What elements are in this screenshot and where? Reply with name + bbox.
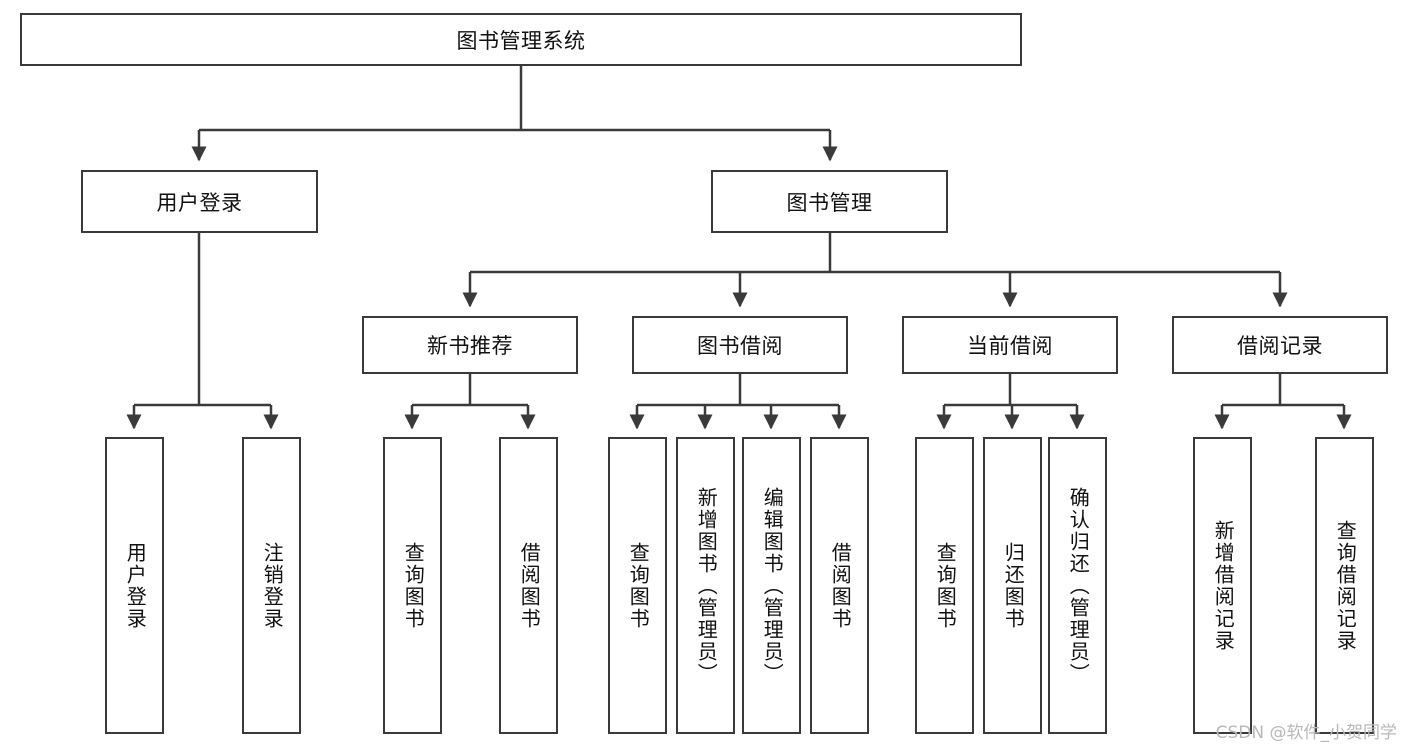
node-label: 新增图书（管理员） <box>694 486 719 685</box>
node-label: 编辑图书（管理员） <box>760 486 785 685</box>
leaf-book-borrow-query-book[interactable]: 查询图书 <box>608 437 667 734</box>
node-label: 新书推荐 <box>427 334 513 358</box>
leaf-book-borrow-add-book-admin[interactable]: 新增图书（管理员） <box>676 437 735 734</box>
node-label: 确认归还（管理员） <box>1066 486 1091 685</box>
leaf-borrow-record-add-record[interactable]: 新增借阅记录 <box>1193 437 1252 734</box>
node-root-book-management-system[interactable]: 图书管理系统 <box>20 13 1022 66</box>
leaf-user-login-login[interactable]: 用户登录 <box>105 437 164 734</box>
node-label: 图书管理系统 <box>456 28 586 53</box>
node-label: 查询图书 <box>401 541 426 630</box>
csdn-watermark: CSDN @软件_小贺同学 <box>1215 723 1397 743</box>
leaf-user-login-logout[interactable]: 注销登录 <box>242 437 301 734</box>
node-label: 当前借阅 <box>967 334 1053 358</box>
node-label: 借阅图书 <box>517 541 542 630</box>
leaf-book-borrow-edit-book-admin[interactable]: 编辑图书（管理员） <box>742 437 801 734</box>
node-book-borrow[interactable]: 图书借阅 <box>632 316 848 374</box>
leaf-current-borrow-confirm-return-admin[interactable]: 确认归还（管理员） <box>1048 437 1107 734</box>
leaf-new-book-borrow-book[interactable]: 借阅图书 <box>499 437 558 734</box>
leaf-book-borrow-borrow-book[interactable]: 借阅图书 <box>810 437 869 734</box>
node-label: 用户登录 <box>123 541 148 630</box>
node-label: 借阅图书 <box>828 541 853 630</box>
node-new-book-recommend[interactable]: 新书推荐 <box>362 316 578 374</box>
node-label: 借阅记录 <box>1237 334 1323 358</box>
leaf-borrow-record-query-record[interactable]: 查询借阅记录 <box>1315 437 1374 734</box>
node-label: 用户登录 <box>156 190 243 215</box>
node-book-management[interactable]: 图书管理 <box>711 170 948 233</box>
leaf-new-book-query-book[interactable]: 查询图书 <box>383 437 442 734</box>
node-label: 查询借阅记录 <box>1333 519 1358 652</box>
node-label: 图书借阅 <box>697 334 783 358</box>
node-label: 查询图书 <box>933 541 958 630</box>
leaf-current-borrow-return-book[interactable]: 归还图书 <box>983 437 1042 734</box>
node-label: 图书管理 <box>786 190 873 215</box>
node-user-login[interactable]: 用户登录 <box>81 170 318 233</box>
node-label: 新增借阅记录 <box>1211 519 1236 652</box>
node-current-borrow[interactable]: 当前借阅 <box>902 316 1118 374</box>
node-borrow-record[interactable]: 借阅记录 <box>1172 316 1388 374</box>
node-label: 注销登录 <box>260 541 285 630</box>
node-label: 归还图书 <box>1001 541 1026 630</box>
leaf-current-borrow-query-book[interactable]: 查询图书 <box>915 437 974 734</box>
node-label: 查询图书 <box>626 541 651 630</box>
